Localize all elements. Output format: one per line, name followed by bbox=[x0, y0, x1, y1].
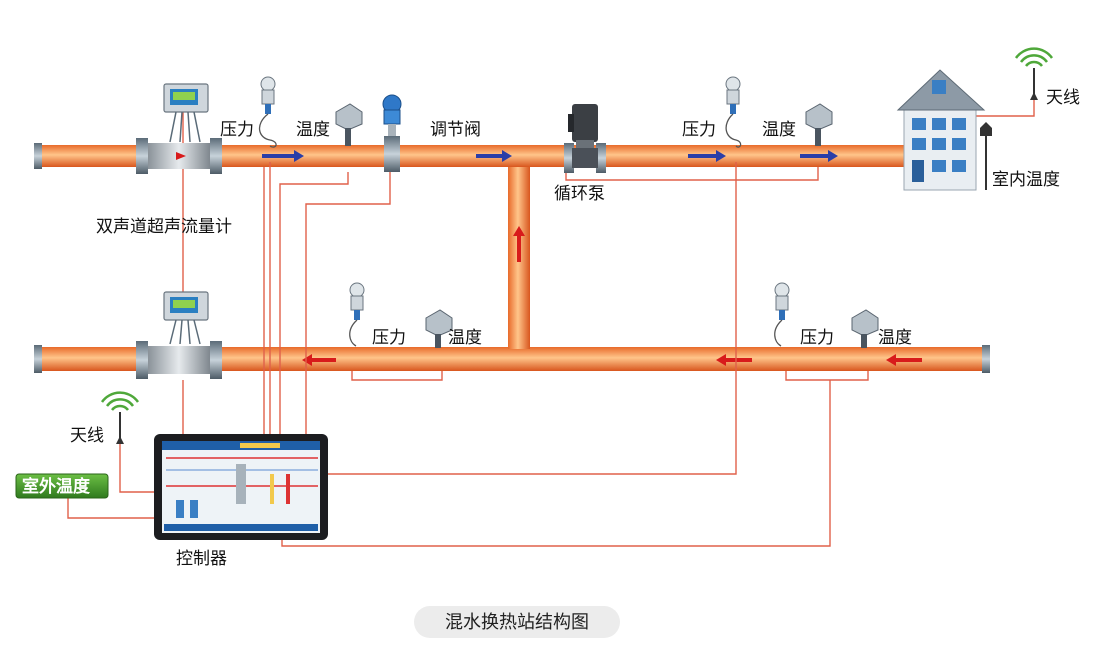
pressure-gauge-supply-1 bbox=[258, 76, 277, 148]
caption-badge: 混水换热站结构图 bbox=[414, 606, 620, 638]
flow-arrow-red-up bbox=[513, 226, 525, 262]
supply-flow-arrows bbox=[262, 150, 838, 162]
temperature-label-supply-2: 温度 bbox=[762, 120, 796, 140]
flowmeter-supply bbox=[136, 83, 222, 174]
temperature-label-return-1: 温度 bbox=[448, 328, 482, 348]
valve-label: 调节阀 bbox=[430, 120, 481, 140]
diagram-caption: 混水换热站结构图 bbox=[445, 612, 589, 633]
temperature-label-return-2: 温度 bbox=[878, 328, 912, 348]
signal-wires bbox=[67, 96, 1035, 547]
temperature-sensor-supply-2 bbox=[805, 103, 833, 146]
controller-hmi bbox=[154, 434, 328, 540]
flow-arrow-blue bbox=[800, 150, 838, 162]
outdoor-temp-label: 室外温度 bbox=[22, 476, 91, 497]
pressure-gauge-supply-2 bbox=[725, 76, 742, 148]
indoor-temp-label: 室内温度 bbox=[992, 170, 1060, 190]
pressure-label-return-2: 压力 bbox=[800, 328, 834, 348]
flowmeter-label: 双声道超声流量计 bbox=[96, 217, 232, 237]
supply-pipe bbox=[34, 143, 906, 169]
flowmeter-return bbox=[136, 291, 222, 379]
flow-arrow-red bbox=[716, 354, 752, 366]
indoor-temp-sensor-icon bbox=[980, 122, 992, 190]
pressure-label-return-1: 压力 bbox=[372, 328, 406, 348]
pressure-label-supply-1: 压力 bbox=[220, 120, 254, 140]
controller-label: 控制器 bbox=[176, 549, 227, 569]
flow-arrow-blue bbox=[476, 150, 512, 162]
building-icon bbox=[896, 69, 986, 191]
antenna-icon-building bbox=[1014, 47, 1054, 100]
temperature-sensor-return-2 bbox=[851, 309, 879, 348]
antenna-label-building: 天线 bbox=[1046, 88, 1080, 108]
circulation-pump bbox=[564, 104, 606, 173]
outdoor-temp-badge bbox=[15, 473, 109, 499]
pressure-gauge-return-1 bbox=[349, 282, 365, 347]
antenna-icon-controller bbox=[100, 391, 140, 444]
pressure-gauge-return-2 bbox=[774, 282, 790, 347]
regulating-valve bbox=[382, 94, 402, 172]
antenna-label-controller: 天线 bbox=[70, 426, 104, 446]
pressure-label-supply-2: 压力 bbox=[682, 120, 716, 140]
flow-arrow-blue bbox=[688, 150, 726, 162]
temperature-sensor-supply-1 bbox=[335, 103, 363, 146]
flow-arrow-red bbox=[302, 354, 336, 366]
flow-arrow-red bbox=[886, 354, 922, 366]
flow-arrow-blue bbox=[262, 150, 304, 162]
temperature-label-supply-1: 温度 bbox=[296, 120, 330, 140]
temperature-sensor-return-1 bbox=[425, 309, 453, 348]
pump-label: 循环泵 bbox=[554, 184, 605, 204]
